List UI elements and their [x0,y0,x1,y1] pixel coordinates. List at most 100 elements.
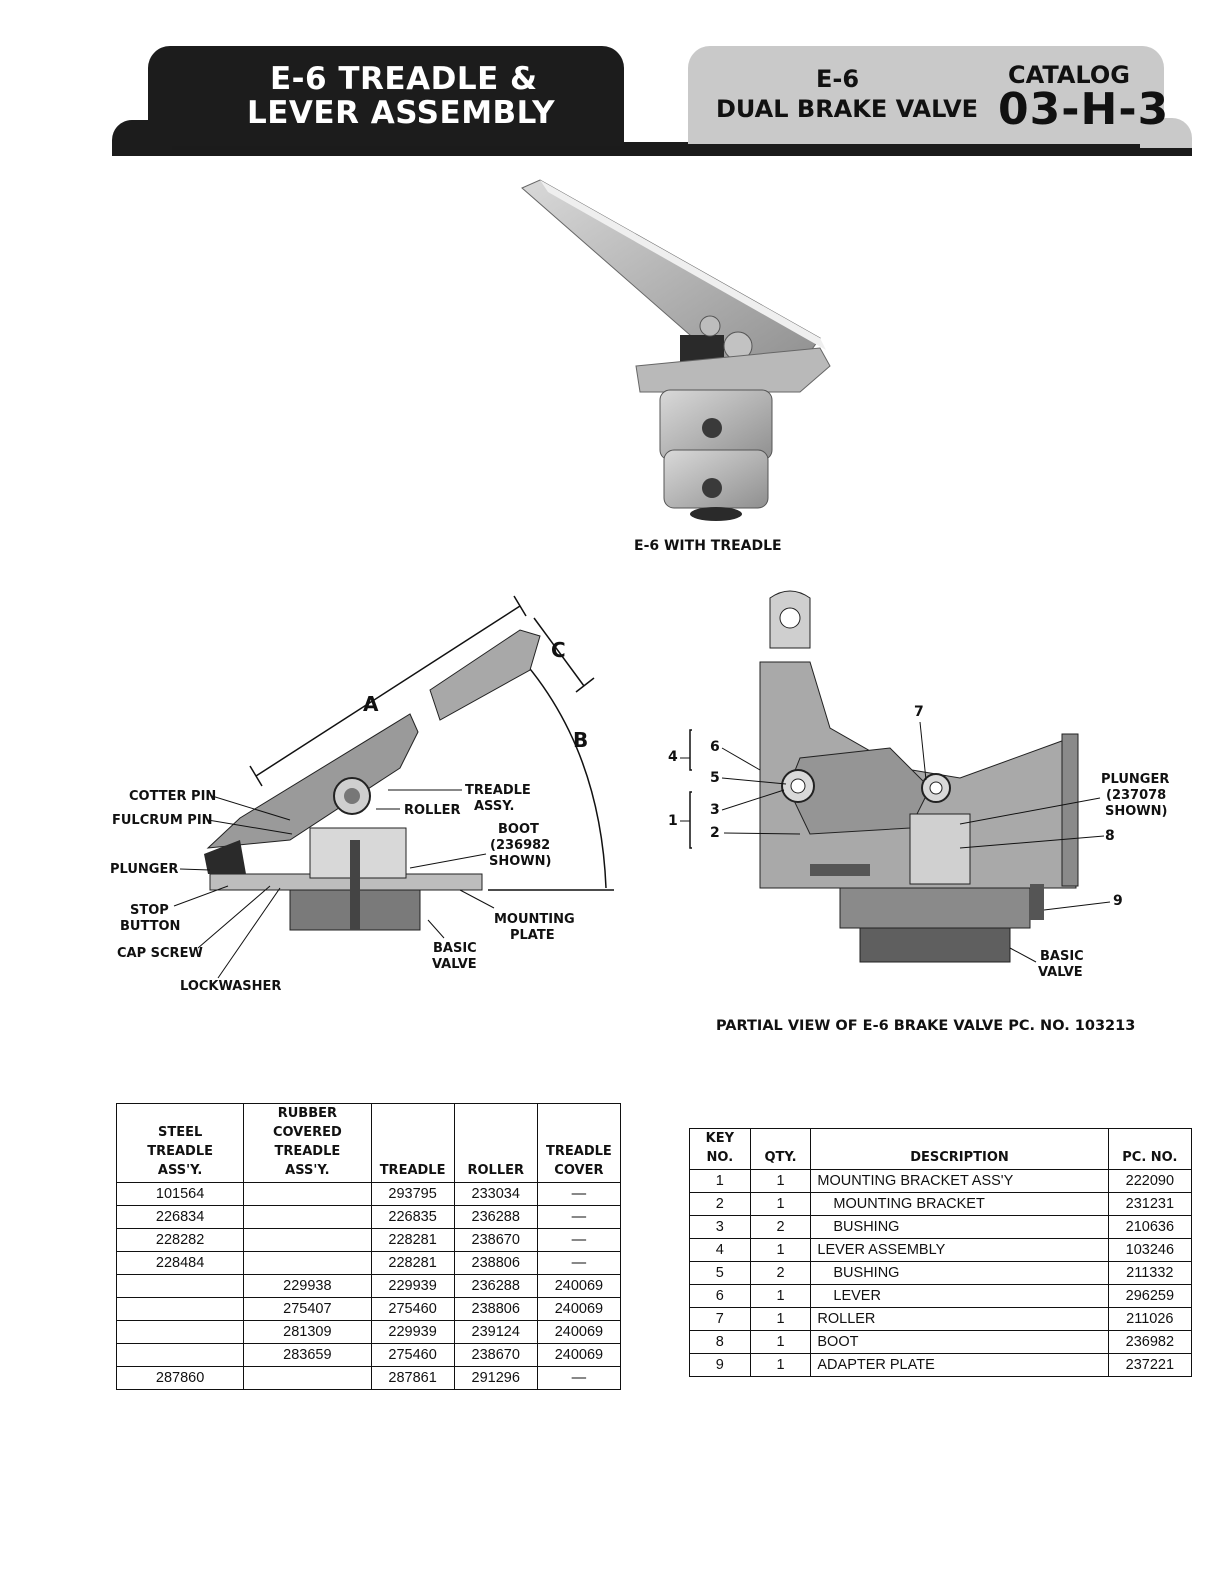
cell-text: 2 [776,1219,785,1235]
table-cell: 240069 [536,1297,622,1321]
table-cell: 211332 [1107,1261,1193,1285]
label-basic-valve-2: VALVE [432,957,477,972]
cell-text: 1 [776,1357,785,1373]
cell-text: BUSHING [833,1265,900,1281]
label-plunger-1: PLUNGER [1101,772,1170,787]
table-cell: 228281 [370,1228,455,1252]
label-plunger-3: SHOWN) [1105,804,1168,819]
col-header-treadle: TREADLE [370,1103,455,1183]
label-boot-3: SHOWN) [489,854,552,869]
table-cell: 3 [689,1215,751,1239]
product-model: E-6 [816,65,860,93]
table-cell: 296259 [1107,1284,1193,1308]
table-cell: 281309 [243,1320,372,1344]
key-9: 9 [1113,893,1123,909]
cell-text: 5 [715,1265,724,1281]
cell-text: 1 [776,1311,785,1327]
table-cell: 6 [689,1284,751,1308]
table-cell: 1 [749,1192,812,1216]
cell-text: 4 [715,1242,724,1258]
table-cell: 239124 [453,1320,538,1344]
cell-text: 237221 [1125,1357,1175,1373]
label-boot-1: BOOT [498,822,539,837]
header-catalog-tab [688,46,1164,144]
cell-text: 2 [715,1196,724,1212]
key-3: 3 [710,802,720,818]
table-cell [243,1182,372,1206]
table-cell [243,1251,372,1275]
table-cell: 238670 [453,1228,538,1252]
header-text: RUBBER [277,1106,338,1121]
table-cell: 210636 [1107,1215,1193,1239]
header-text: TREADLE ASS'Y. [274,1144,341,1178]
col-header-description: DESCRIPTION [810,1128,1109,1170]
dim-b-label: B [573,728,589,752]
table-cell [115,1297,245,1321]
label-lockwasher: LOCKWASHER [180,979,282,994]
table-cell: — [536,1251,622,1275]
table-cell: 1 [689,1169,751,1193]
cell-text: ROLLER [817,1311,876,1327]
cell-text: 211026 [1126,1311,1174,1327]
label-boot-2: (236982 [490,838,551,853]
e6-treadle-photo [521,179,831,521]
table-cell: 2 [749,1261,812,1285]
header-text: PC. NO. [1122,1150,1178,1165]
label-basic-valve-pv-1: BASIC [1040,949,1084,964]
cell-text: 1 [776,1242,785,1258]
dim-c-label: C [551,638,566,662]
cell-text: LEVER ASSEMBLY [817,1242,946,1258]
key-5: 5 [710,770,720,786]
header-text: ASS'Y. [157,1163,203,1178]
table-cell: 287861 [370,1366,455,1390]
dim-a-label: A [363,692,379,716]
table-cell: 226834 [115,1205,245,1229]
header-text: STEEL TREADLE [147,1125,214,1159]
cell-text: 236982 [1125,1334,1175,1350]
page-title-line1: E-6 TREADLE & [270,61,538,97]
table-row: 4 1 LEVER ASSEMBLY 103246 [689,1238,1193,1262]
cell-text: 2 [776,1265,785,1281]
partial-view-caption: PARTIAL VIEW OF E-6 BRAKE VALVE PC. NO. … [716,1018,1136,1034]
table-cell: BUSHING [810,1215,1109,1239]
table-cell: BUSHING [810,1261,1109,1285]
table-cell: 101564 [115,1182,245,1206]
table-cell: 5 [689,1261,751,1285]
cell-text: 9 [715,1357,724,1373]
cell-text: 103246 [1125,1242,1175,1258]
treadle-parts-table: STEEL TREADLE ASS'Y. RUBBER COVERED TREA… [115,1103,622,1390]
cell-text: BUSHING [833,1219,900,1235]
table-cell: MOUNTING BRACKET ASS'Y [810,1169,1109,1193]
table-cell: MOUNTING BRACKET [810,1192,1109,1216]
table-cell: — [536,1228,622,1252]
label-plunger: PLUNGER [110,862,179,877]
table-cell [115,1343,245,1367]
product-name: DUAL BRAKE VALVE [716,95,979,123]
header-title-tab [148,46,624,146]
cell-text: 231231 [1125,1196,1175,1212]
cell-text: 211332 [1126,1265,1174,1281]
label-stop-button-1: STOP [130,903,169,918]
table-cell: 291296 [453,1366,538,1390]
table-cell: 9 [689,1353,751,1377]
table-cell: 229938 [243,1274,372,1298]
label-cotter-pin: COTTER PIN [129,789,217,804]
table-cell: 240069 [536,1343,622,1367]
cell-text: 296259 [1125,1288,1175,1304]
table-cell: 8 [689,1330,751,1354]
header-text: NO. [706,1150,734,1165]
key-6: 6 [710,739,720,755]
col-header-roller: ROLLER [453,1103,538,1183]
table-cell: 222090 [1107,1169,1193,1193]
table-cell: 231231 [1107,1192,1193,1216]
header-text: TREADLE [546,1144,612,1159]
